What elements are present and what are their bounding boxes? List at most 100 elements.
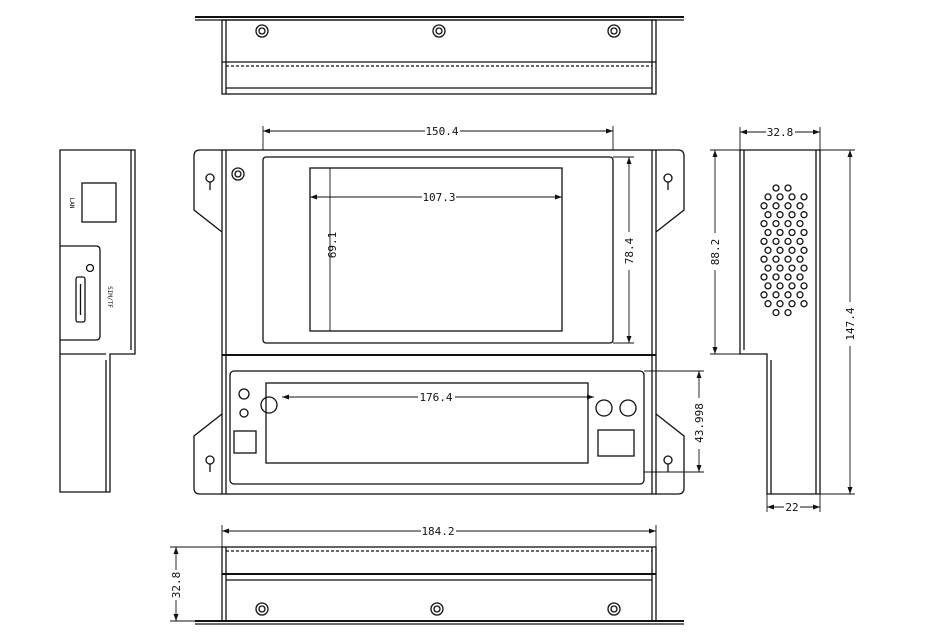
port-circle-icon [238,388,250,400]
vent-hole [796,202,804,210]
dimension-connector-height: 43.998 [644,370,706,473]
port-square-icon [597,429,635,457]
vent-hole [776,300,784,308]
vent-hole [760,273,768,281]
sim-tf-label: SIM/TF [106,286,113,308]
dimension-display-height: 69.1 [326,232,339,259]
dimension-thickness-bottom: 32.8 [170,546,222,622]
vent-hole [764,264,772,272]
vent-hole [760,255,768,263]
dim-label-display-width: 107.3 [422,191,455,204]
lan-port [81,182,117,223]
dim-label-display-height: 69.1 [326,232,339,259]
vent-hole [772,255,780,263]
vent-hole [764,300,772,308]
screen-outline [262,156,614,344]
keyhole-icon [663,173,673,190]
vent-hole [760,291,768,299]
port-circle-icon [239,408,249,418]
vent-grid [760,184,808,317]
vent-hole [796,255,804,263]
vent-hole [764,228,772,237]
dim-label-screen-width: 150.4 [425,125,458,138]
vent-hole [788,300,796,308]
dim-label-total-height: 147.4 [844,307,857,340]
vent-hole [760,237,768,246]
dimension-front-height: 88.2 [709,149,740,355]
screw-icon [607,24,621,38]
vent-hole [772,202,780,210]
dimension-thickness-side: 32.8 [739,126,821,150]
dim-label-connector-height: 43.998 [693,403,706,443]
display-area [309,167,563,332]
keyhole-icon [205,173,215,190]
connector-area [265,382,589,464]
vent-hole [784,255,792,263]
dimension-screen-width: 150.4 [262,125,614,150]
vent-hole [788,193,796,201]
vent-hole [784,202,792,210]
right-side-view [739,149,821,495]
vent-hole [776,211,784,219]
screw-icon [432,24,446,38]
port-circle-icon [260,396,278,414]
vent-hole [788,282,796,290]
dimension-overall-width: 184.2 [221,525,657,547]
dimension-screen-height: 78.4 [613,156,636,344]
vent-hole [764,193,772,201]
vent-hole [772,273,780,281]
lan-label: LAN [68,198,75,209]
vent-hole [772,219,780,228]
left-side-view [59,149,136,493]
vent-hole [800,211,808,219]
dimension-foot-depth: 22 [766,494,821,514]
dim-label-connector-width: 176.4 [419,391,452,404]
vent-hole [764,282,772,290]
vent-hole [788,211,796,219]
vent-hole [788,228,796,237]
vent-hole [776,282,784,290]
dimension-connector-width: 176.4 [282,391,594,404]
dimension-display-width: 107.3 [310,168,562,331]
vent-hole [760,202,768,210]
dim-label-thickness-bottom: 32.8 [170,572,183,599]
dim-label-overall-width: 184.2 [421,525,454,538]
vent-hole [772,291,780,299]
screw-icon [607,602,621,616]
vent-hole [796,273,804,281]
vent-hole [788,246,796,254]
port-circle-icon [595,399,613,417]
vent-hole [796,237,804,246]
vent-hole [772,237,780,246]
screw-icon [430,602,444,616]
vent-hole [776,228,784,237]
vent-hole [800,282,808,290]
top-view [195,16,684,95]
vent-hole [764,246,772,254]
vent-hole [784,237,792,246]
vent-hole [784,184,792,192]
vent-hole [784,273,792,281]
vent-hole [784,291,792,299]
vent-hole [800,300,808,308]
bottom-view [195,546,684,625]
vent-hole [800,193,808,201]
vent-hole [796,291,804,299]
dim-label-thickness-side: 32.8 [767,126,794,139]
keyhole-icon [205,455,215,472]
sim-tf-slot [75,276,86,323]
screw-icon [255,602,269,616]
front-view [193,149,685,495]
vent-hole [760,219,768,228]
vent-hole [772,184,780,192]
connector-panel [229,370,645,485]
vent-hole [776,246,784,254]
port-circle-icon [619,399,637,417]
vent-hole [772,308,780,317]
dim-label-front-height: 88.2 [709,239,722,266]
dimension-total-height: 147.4 [820,149,857,495]
vent-hole [788,264,796,272]
screw-icon [255,24,269,38]
keyhole-icon [663,455,673,472]
